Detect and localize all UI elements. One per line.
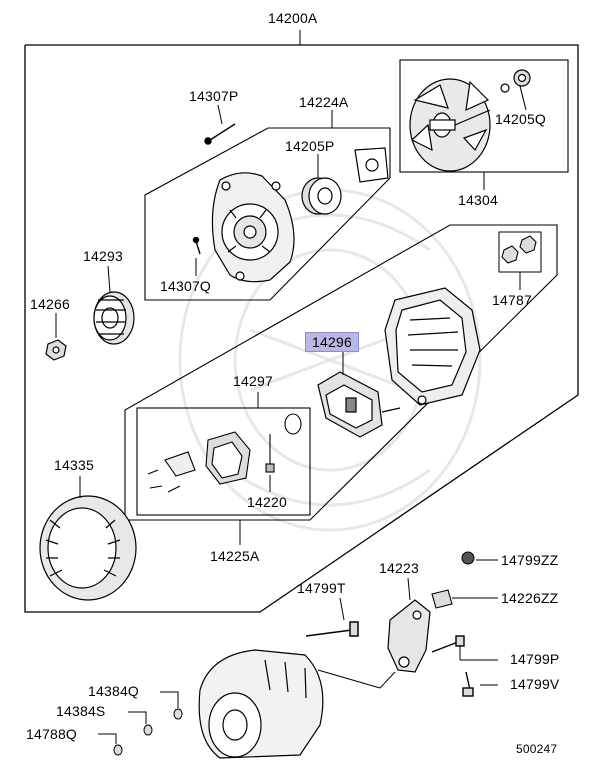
- part-label-14293[interactable]: 14293: [83, 248, 123, 264]
- cover-group-outline-14224A: [144, 127, 391, 301]
- clip-drawing-14226ZZ: [431, 589, 453, 609]
- part-label-14224A[interactable]: 14224A: [299, 94, 349, 110]
- part-label-14266[interactable]: 14266: [30, 296, 70, 312]
- part-label-14205Q[interactable]: 14205Q: [495, 111, 547, 127]
- washer-drawing-14384S: [143, 724, 153, 736]
- stator-drawing: [39, 495, 137, 601]
- bolt-drawing-14799V: [462, 671, 474, 697]
- regulator-drawing: [317, 371, 401, 438]
- plate-drawing: [354, 147, 389, 183]
- part-label-14787[interactable]: 14787: [492, 292, 532, 308]
- part-label-14205P[interactable]: 14205P: [285, 138, 335, 154]
- part-label-14307Q[interactable]: 14307Q: [160, 278, 212, 294]
- part-label-14297[interactable]: 14297: [233, 373, 273, 389]
- part-label-14304[interactable]: 14304: [458, 192, 498, 208]
- cap-drawing-14799ZZ: [461, 551, 475, 565]
- bracket-drawing: [387, 599, 431, 673]
- nuts-drawing-14787: [501, 235, 537, 264]
- bolt-drawing-14307P: [204, 123, 236, 145]
- part-label-14384S[interactable]: 14384S: [56, 703, 106, 719]
- part-label-14223[interactable]: 14223: [379, 560, 419, 576]
- part-label-14799ZZ[interactable]: 14799ZZ: [501, 552, 559, 568]
- part-label-14799P[interactable]: 14799P: [510, 651, 560, 667]
- front-frame-drawing: [384, 287, 481, 406]
- bolt-drawing-14799P: [431, 635, 465, 653]
- diagram-reference-number: 500247: [516, 742, 558, 756]
- brush-holder-drawing: [147, 413, 302, 493]
- bearing-drawing: [301, 177, 342, 215]
- bolt-drawing-14799T: [305, 621, 359, 637]
- alternator-drawing: [198, 649, 324, 759]
- part-label-14788Q[interactable]: 14788Q: [26, 726, 78, 742]
- nut-drawing-14266: [45, 339, 67, 361]
- part-label-14335[interactable]: 14335: [54, 457, 94, 473]
- part-label-14799V[interactable]: 14799V: [510, 676, 560, 692]
- part-label-14799T[interactable]: 14799T: [297, 580, 346, 596]
- assembly-outline-14200A: [24, 44, 579, 613]
- part-label-14384Q[interactable]: 14384Q: [88, 683, 140, 699]
- part-label-14200A[interactable]: 14200A: [268, 10, 318, 26]
- brush-holder-box-14297: [136, 407, 311, 516]
- rotor-drawing: [409, 69, 531, 172]
- washer-drawing-14788Q: [113, 744, 123, 756]
- part-label-14226ZZ[interactable]: 14226ZZ: [501, 590, 559, 606]
- part-label-14220[interactable]: 14220: [247, 494, 287, 510]
- washer-drawing-14384Q: [173, 708, 183, 720]
- part-label-14296-highlighted[interactable]: 14296: [305, 332, 359, 352]
- screw-drawing-14307Q: [192, 236, 201, 255]
- part-label-14307P[interactable]: 14307P: [189, 88, 239, 104]
- rear-housing-drawing: [211, 172, 295, 283]
- pulley-drawing: [93, 291, 135, 345]
- part-label-14225A[interactable]: 14225A: [210, 548, 260, 564]
